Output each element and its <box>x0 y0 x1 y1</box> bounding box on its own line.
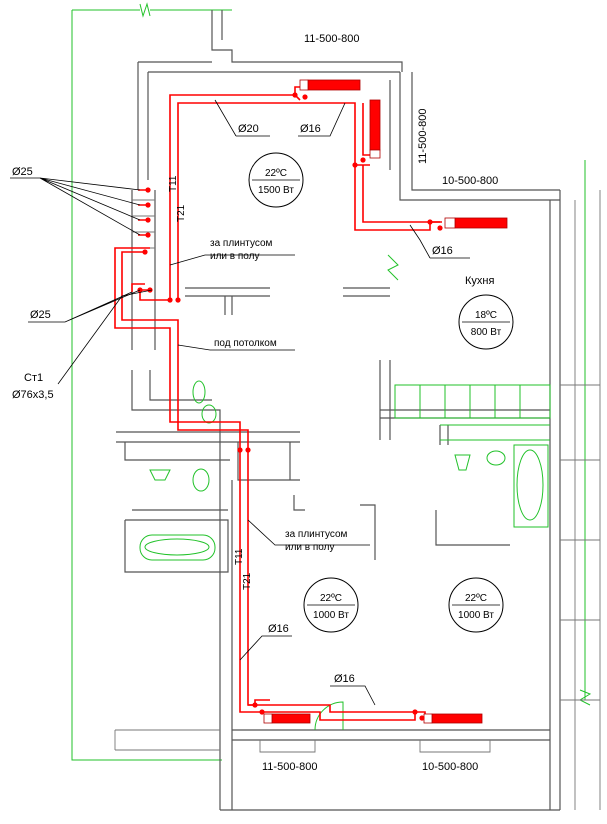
room-badges <box>248 152 514 633</box>
note-skirting-mid-line1: за плинтусом <box>285 529 348 540</box>
pipe-label-t21-top: T21 <box>176 204 187 222</box>
leader-lines <box>10 99 470 706</box>
note-skirting-top-line2: или в полу <box>210 251 259 262</box>
radiator-bedroom-right <box>431 713 483 724</box>
radiator-kitchen <box>454 217 508 229</box>
pipe-label-d16-kitchen: Ø16 <box>432 245 453 257</box>
pipe-label-d25-top: Ø25 <box>12 166 33 178</box>
pipe-label-d25-bottom: Ø25 <box>30 309 51 321</box>
building-outline <box>71 2 592 761</box>
pipe-label-d20: Ø20 <box>238 123 259 135</box>
note-skirting-mid-line2: или в полу <box>285 542 334 553</box>
riser-name: Ст1 <box>24 372 43 384</box>
room-name-kitchen: Кухня <box>465 275 494 287</box>
plumbing-fixtures <box>139 254 551 731</box>
radiator-top <box>307 79 361 91</box>
radiator-label-kitchen: 10-500-800 <box>442 175 498 187</box>
valve-dots <box>137 92 443 721</box>
room-temp-living: 22ºC <box>265 168 287 179</box>
pipe-label-d16-top: Ø16 <box>300 123 321 135</box>
radiator-right-vertical <box>369 99 381 151</box>
room-temp-kitchen: 18ºC <box>475 310 497 321</box>
pipe-label-t21-bottom: T21 <box>242 572 253 590</box>
heating-pipes <box>114 86 442 721</box>
room-power-bedroom-left: 1000 Вт <box>313 610 349 621</box>
pipe-label-d16-left: Ø16 <box>268 623 289 635</box>
radiators <box>263 79 508 724</box>
radiator-label-bottom-right: 10-500-800 <box>422 761 478 773</box>
walls <box>114 10 601 811</box>
riser-size: Ø76x3,5 <box>12 389 54 401</box>
radiator-label-top: 11-500-800 <box>304 33 359 45</box>
room-temp-bedroom-left: 22ºC <box>320 593 342 604</box>
room-power-kitchen: 800 Вт <box>471 327 502 338</box>
room-power-bedroom-right: 1000 Вт <box>458 610 494 621</box>
note-skirting-top-line1: за плинтусом <box>210 238 273 249</box>
pipe-label-t11-bottom: T11 <box>234 548 245 565</box>
note-ceiling: под потолком <box>214 338 277 349</box>
room-temp-bedroom-right: 22ºC <box>465 593 487 604</box>
radiator-bedroom-left <box>271 713 311 724</box>
pipe-label-d16-bottom: Ø16 <box>334 673 355 685</box>
room-power-living: 1500 Вт <box>258 185 294 196</box>
labels: 11-500-800 11-500-800 10-500-800 11-500-… <box>12 33 502 773</box>
radiator-label-right-vertical: 11-500-800 <box>417 109 429 164</box>
radiator-label-bottom-left: 11-500-800 <box>262 761 317 773</box>
pipe-label-t11-top: T11 <box>168 175 179 192</box>
